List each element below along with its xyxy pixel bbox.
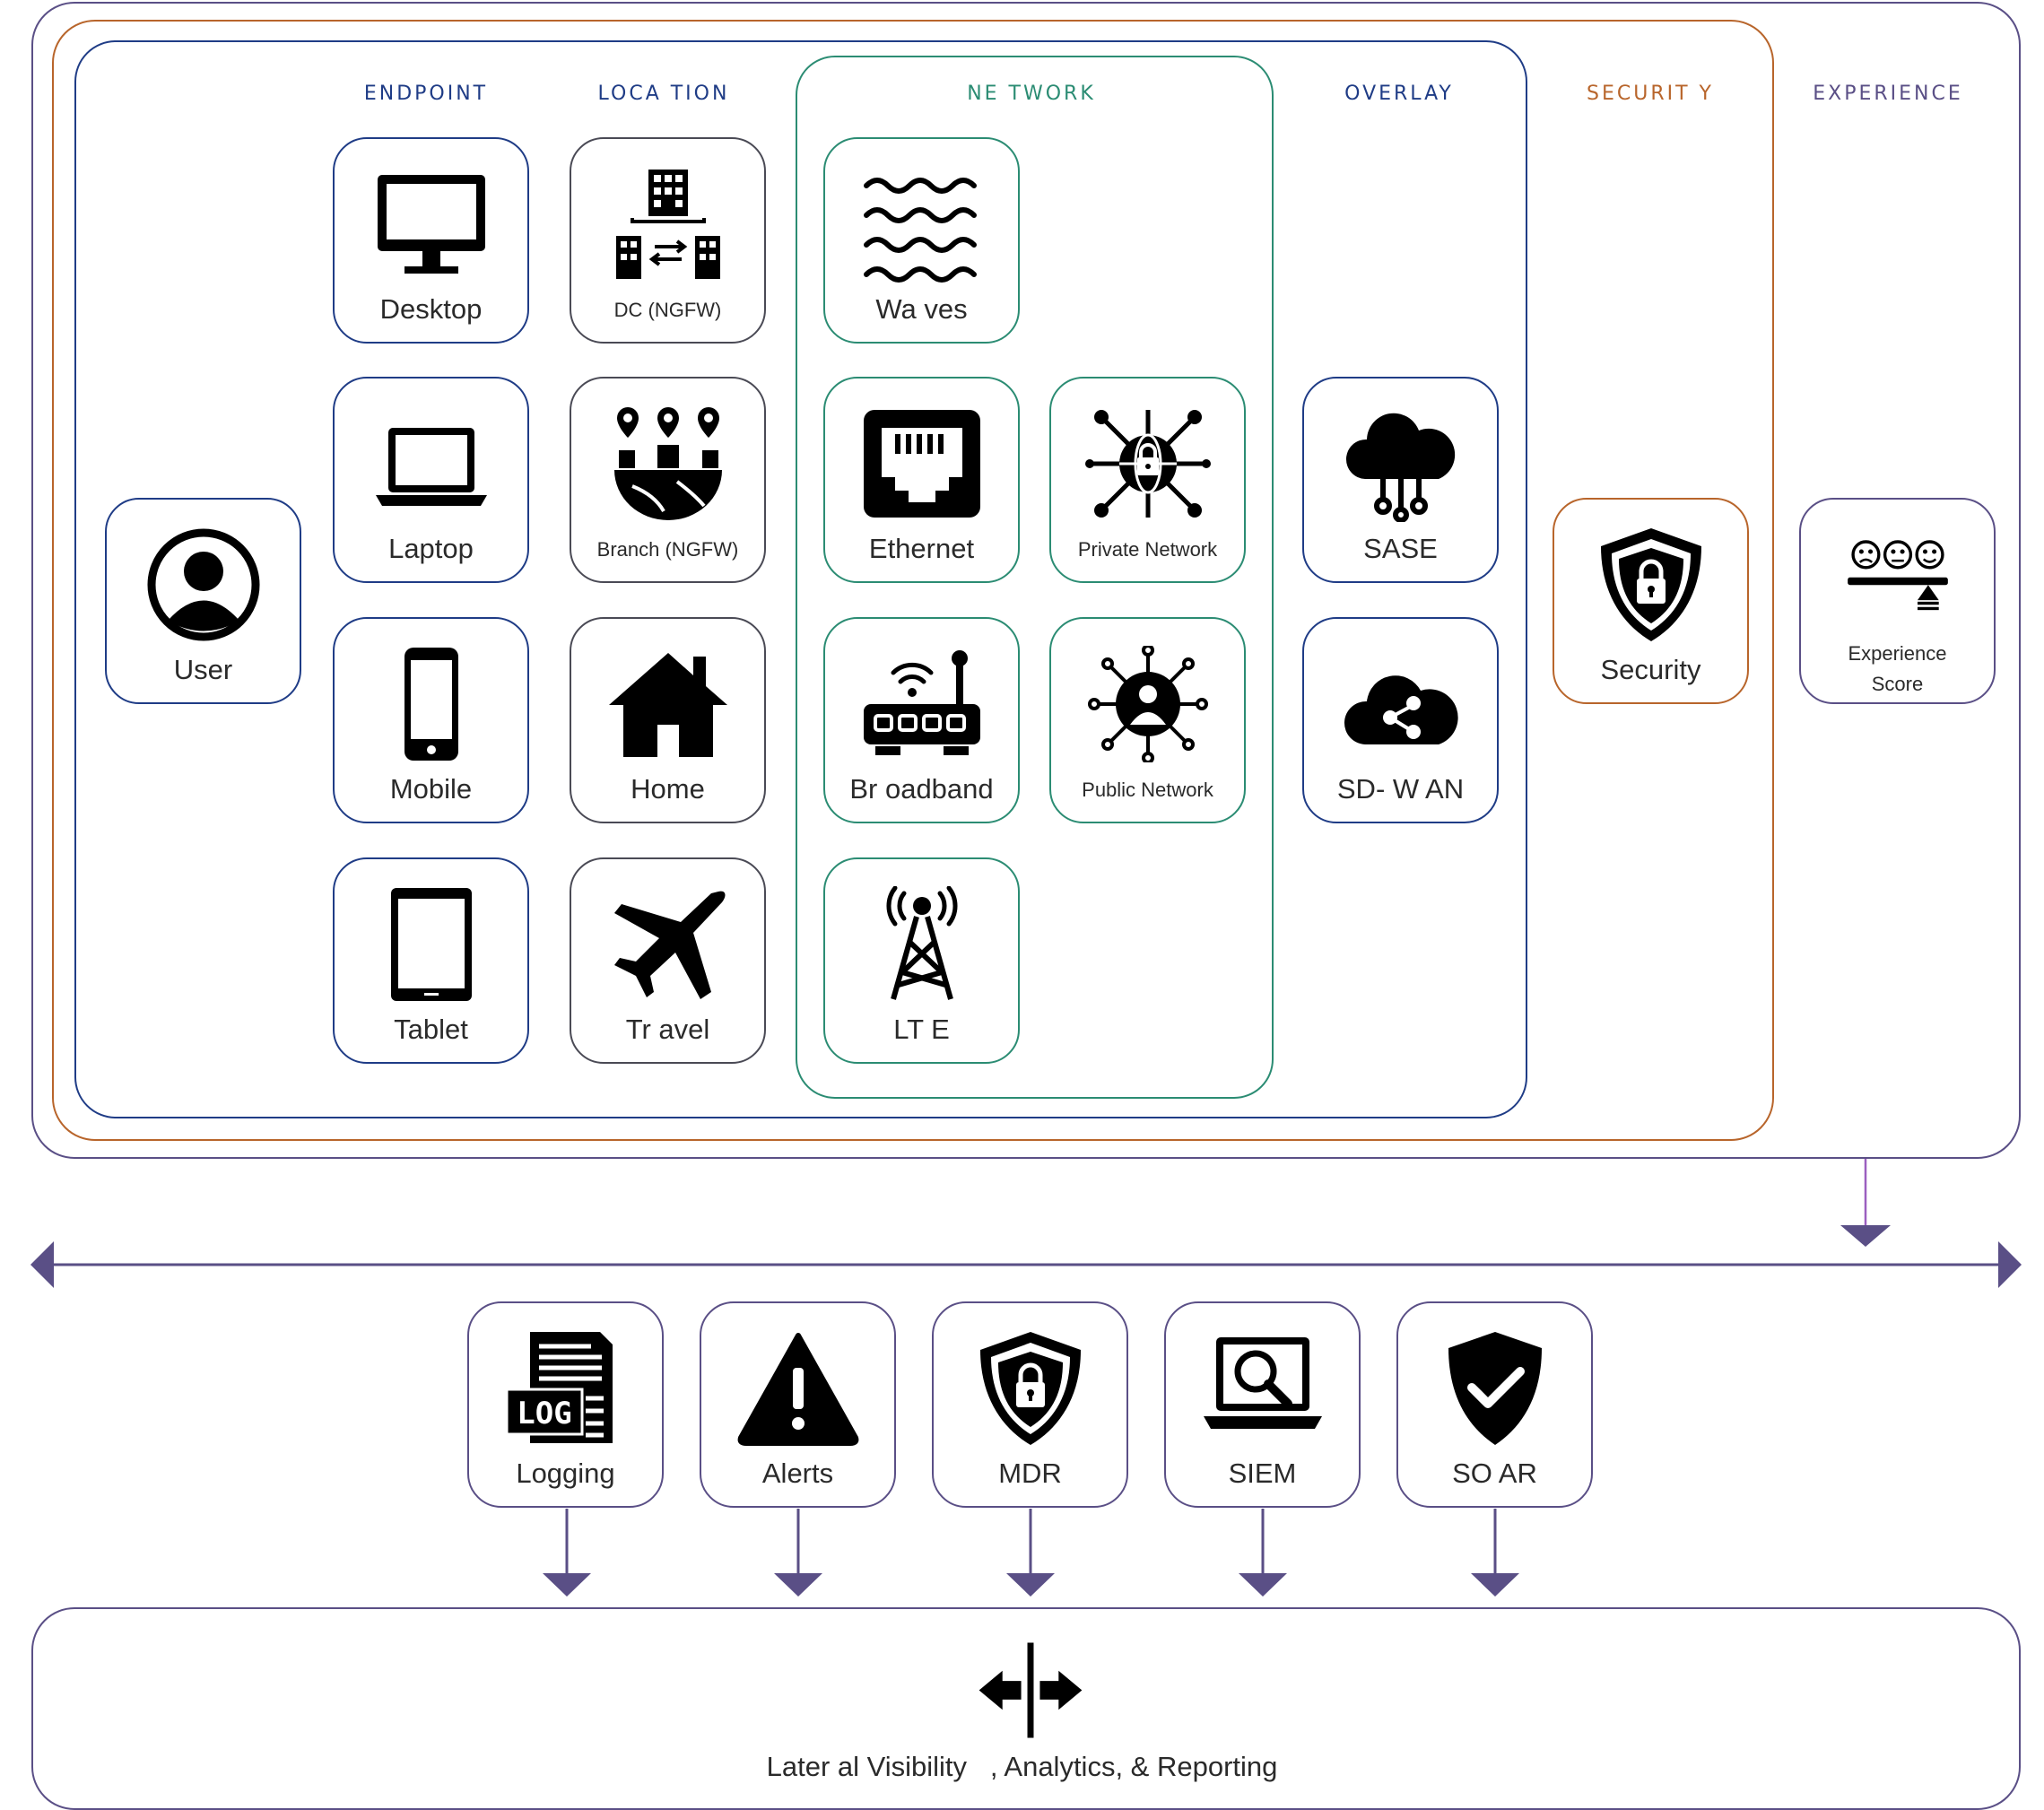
overlay-frame xyxy=(74,40,1527,1118)
laptop-label: Laptop xyxy=(388,533,474,564)
tablet-label: Tablet xyxy=(394,1014,468,1045)
siem-label: SIEM xyxy=(1228,1458,1297,1489)
branch-label: Branch (NGFW) xyxy=(596,538,739,561)
tablet-icon xyxy=(369,886,494,1003)
alerts-label: Alerts xyxy=(761,1458,834,1489)
security-card[interactable]: Security xyxy=(1553,498,1749,704)
experience-frame xyxy=(31,2,2021,1159)
public-network-icon xyxy=(1085,646,1211,762)
sdwan-card[interactable]: SD- W AN xyxy=(1302,617,1499,823)
private-network-label: Private Network xyxy=(1077,538,1218,561)
desktop-icon xyxy=(369,166,494,283)
airplane-icon xyxy=(605,886,731,1003)
security-frame xyxy=(52,20,1774,1141)
desktop-card[interactable]: Desktop xyxy=(333,137,529,344)
header-location: LOCA TION xyxy=(597,83,730,105)
lateral-visibility-label: Later al Visibility , Analytics, & Repor… xyxy=(766,1751,1278,1782)
header-experience: EXPERIENCE xyxy=(1813,83,1963,105)
log-icon xyxy=(503,1330,629,1447)
soar-card[interactable]: SO AR xyxy=(1396,1301,1593,1508)
laptop-card[interactable]: Laptop xyxy=(333,377,529,583)
lte-card[interactable]: LT E xyxy=(823,857,1020,1064)
laptop-search-icon xyxy=(1200,1330,1326,1447)
alert-icon xyxy=(735,1330,861,1447)
home-icon xyxy=(605,646,731,762)
travel-label: Tr avel xyxy=(625,1014,710,1045)
mobile-icon xyxy=(369,646,494,762)
branch-icon xyxy=(605,405,731,522)
laptop-icon xyxy=(369,405,494,522)
user-card[interactable]: User xyxy=(105,498,301,704)
private-network-icon xyxy=(1085,405,1211,522)
mobile-card[interactable]: Mobile xyxy=(333,617,529,823)
sase-label: SASE xyxy=(1363,533,1438,564)
shield-lock-icon xyxy=(1588,526,1714,643)
lte-label: LT E xyxy=(893,1014,950,1045)
shield-lock-icon xyxy=(968,1330,1093,1447)
security-label: Security xyxy=(1600,654,1701,685)
soar-label: SO AR xyxy=(1452,1458,1537,1489)
user-icon xyxy=(141,526,266,643)
tablet-card[interactable]: Tablet xyxy=(333,857,529,1064)
cloud-share-icon xyxy=(1338,646,1464,762)
desktop-label: Desktop xyxy=(379,293,483,325)
header-endpoint: ENDPOINT xyxy=(363,83,489,105)
travel-card[interactable]: Tr avel xyxy=(570,857,766,1064)
alerts-card[interactable]: Alerts xyxy=(700,1301,896,1508)
experience-card[interactable]: Experience Score xyxy=(1799,498,1996,704)
waves-card[interactable]: Wa ves xyxy=(823,137,1020,344)
ethernet-card[interactable]: Ethernet xyxy=(823,377,1020,583)
network-frame xyxy=(796,56,1274,1099)
waves-icon xyxy=(859,166,985,283)
public-network-label: Public Network xyxy=(1082,779,1213,801)
lateral-arrows-icon xyxy=(976,1640,1085,1741)
cloud-network-icon xyxy=(1338,405,1464,522)
ethernet-label: Ethernet xyxy=(868,533,975,564)
mobile-label: Mobile xyxy=(389,773,473,805)
logging-card[interactable]: Logging xyxy=(467,1301,664,1508)
router-icon xyxy=(859,646,985,762)
header-security: SECURIT Y xyxy=(1587,83,1714,105)
shield-check-icon xyxy=(1432,1330,1558,1447)
experience-label: Experience Score xyxy=(1848,642,1947,695)
experience-score-icon xyxy=(1835,532,1961,631)
user-label: User xyxy=(173,654,233,685)
dc-label: DC (NGFW) xyxy=(613,299,722,321)
cell-tower-icon xyxy=(859,886,985,1003)
logging-label: Logging xyxy=(516,1458,615,1489)
sdwan-label: SD- W AN xyxy=(1336,773,1465,805)
public-network-card[interactable]: Public Network xyxy=(1049,617,1246,823)
mdr-label: MDR xyxy=(998,1458,1062,1489)
siem-card[interactable]: SIEM xyxy=(1164,1301,1361,1508)
branch-card[interactable]: Branch (NGFW) xyxy=(570,377,766,583)
mdr-card[interactable]: MDR xyxy=(932,1301,1128,1508)
home-label: Home xyxy=(631,773,705,805)
private-network-card[interactable]: Private Network xyxy=(1049,377,1246,583)
ethernet-icon xyxy=(859,405,985,522)
dc-card[interactable]: DC (NGFW) xyxy=(570,137,766,344)
header-network: NE TWORK xyxy=(967,83,1096,105)
sase-card[interactable]: SASE xyxy=(1302,377,1499,583)
header-overlay: OVERLAY xyxy=(1344,83,1454,105)
datacenter-icon xyxy=(605,166,731,283)
waves-label: Wa ves xyxy=(875,293,968,325)
broadband-card[interactable]: Br oadband xyxy=(823,617,1020,823)
broadband-label: Br oadband xyxy=(849,773,994,805)
home-card[interactable]: Home xyxy=(570,617,766,823)
